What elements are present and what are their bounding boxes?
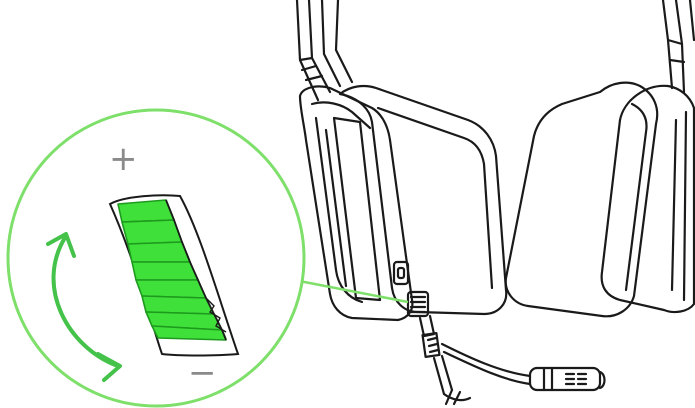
rotation-arrow-icon xyxy=(46,232,122,382)
microphone-icon xyxy=(440,342,606,392)
callout: + − xyxy=(6,108,409,408)
volume-down-label: − xyxy=(188,353,217,393)
volume-up-label: + xyxy=(109,139,138,179)
right-ear-cushion xyxy=(504,81,659,318)
right-earcup xyxy=(600,84,695,314)
headset-icon xyxy=(295,0,695,406)
callout-leader-line xyxy=(293,278,409,304)
headband-left xyxy=(295,0,354,102)
headband-right xyxy=(661,0,695,94)
left-ear-cushion xyxy=(338,84,508,316)
magnified-volume-wheel xyxy=(108,194,240,357)
volume-wheel-icon xyxy=(406,290,430,318)
mic-mute-switch-icon xyxy=(392,260,410,286)
cable xyxy=(418,314,472,406)
